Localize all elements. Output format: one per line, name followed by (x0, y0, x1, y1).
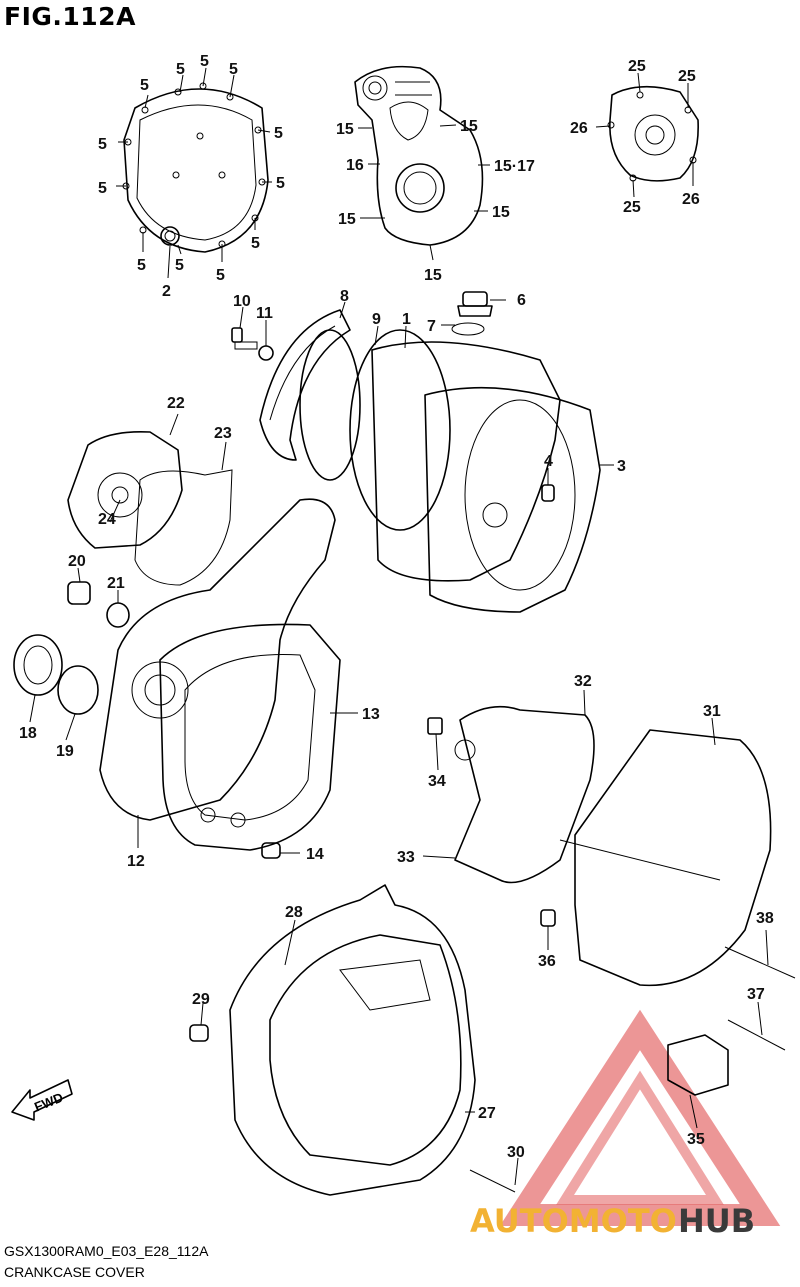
leader-lines (29, 67, 769, 1186)
callout-label: 22 (167, 395, 185, 412)
callout-label: 19 (56, 743, 74, 760)
callout-label: 15 (424, 267, 442, 284)
callout-label: 5 (137, 257, 146, 274)
callout-label: 15·17 (494, 158, 535, 175)
callout-label: 2 (162, 283, 171, 300)
callout-label: 9 (372, 311, 381, 328)
callout-label: 6 (517, 292, 526, 309)
callout-label: 25 (623, 199, 641, 216)
callout-label: 4 (544, 453, 553, 470)
callout-label: 25 (628, 58, 646, 75)
callout-label: 3 (617, 458, 626, 475)
callout-label: 31 (703, 703, 721, 720)
generator-cover-part (354, 65, 484, 246)
fwd-arrow-icon: FWD (11, 1079, 73, 1121)
callout-label: 5 (140, 77, 149, 94)
clutch-housing-group (259, 309, 601, 613)
callout-label: 5 (229, 61, 238, 78)
callout-label: 24 (98, 511, 116, 528)
callout-label: 23 (214, 425, 232, 442)
clutch-cover-12-part (99, 498, 341, 859)
callout-label: 33 (397, 849, 415, 866)
callout-label: 26 (570, 120, 588, 137)
fwd-label: FWD (32, 1090, 65, 1115)
figure-title: FIG.112A (4, 2, 136, 31)
watermark-text-part2: HUB (678, 1202, 755, 1240)
callout-label: 5 (251, 235, 260, 252)
water-pump-cover-group (67, 430, 233, 628)
callout-label: 25 (678, 68, 696, 85)
watermark-text: AUTOMOTO HUB (470, 1202, 755, 1240)
callout-label: 28 (285, 904, 303, 921)
callout-label: 15 (492, 204, 510, 221)
callout-label: 10 (233, 293, 251, 310)
callout-label: 13 (362, 706, 380, 723)
callout-label: 5 (216, 267, 225, 284)
callout-label: 32 (574, 673, 592, 690)
callout-label: 14 (306, 846, 324, 863)
callout-label: 5 (274, 125, 283, 142)
callout-label: 34 (428, 773, 446, 790)
figure-code: GSX1300RAM0_E03_E28_112A (4, 1243, 209, 1259)
callout-label: 5 (98, 180, 107, 197)
callout-label: 11 (256, 305, 273, 322)
callout-label: 12 (127, 853, 145, 870)
callout-label: 21 (107, 575, 125, 592)
callout-label: 27 (478, 1105, 496, 1122)
lower-cover-group (189, 884, 516, 1196)
callout-label: 5 (175, 257, 184, 274)
callout-label: 8 (340, 288, 349, 305)
figure-caption: CRANKCASE COVER (4, 1264, 145, 1280)
callout-label: 15 (336, 121, 354, 138)
callout-label: 7 (427, 318, 436, 335)
watermark-text-part1: AUTOMOTO (470, 1202, 677, 1240)
callout-labels: 5 5 5 5 5 5 5 5 5 5 5 5 2 15 15 16 15·17… (19, 53, 774, 1161)
callout-label: 15 (460, 118, 478, 135)
callout-label: 29 (192, 991, 210, 1008)
callout-label: 38 (756, 910, 774, 927)
callout-label: 26 (682, 191, 700, 208)
clutch-cover-part (122, 82, 269, 253)
callout-label: 37 (747, 986, 765, 1003)
callout-label: 18 (19, 725, 37, 742)
callout-label: 5 (276, 175, 285, 192)
callout-label: 1 (402, 311, 411, 328)
callout-label: 15 (338, 211, 356, 228)
callout-label: 20 (68, 553, 86, 570)
pulsar-cover-part (607, 85, 699, 182)
engine-guard-group (427, 705, 796, 1096)
oil-filler-cap-part (451, 291, 493, 336)
callout-label: 5 (200, 53, 209, 70)
callout-label: 16 (346, 157, 364, 174)
callout-label: 5 (176, 61, 185, 78)
bolt-and-washer-part (231, 327, 274, 361)
seal-and-oring-part (13, 634, 99, 715)
watermark-logo (499, 1009, 781, 1226)
callout-label: 30 (507, 1144, 525, 1161)
callout-label: 35 (687, 1131, 705, 1148)
callout-label: 36 (538, 953, 556, 970)
callout-label: 5 (98, 136, 107, 153)
